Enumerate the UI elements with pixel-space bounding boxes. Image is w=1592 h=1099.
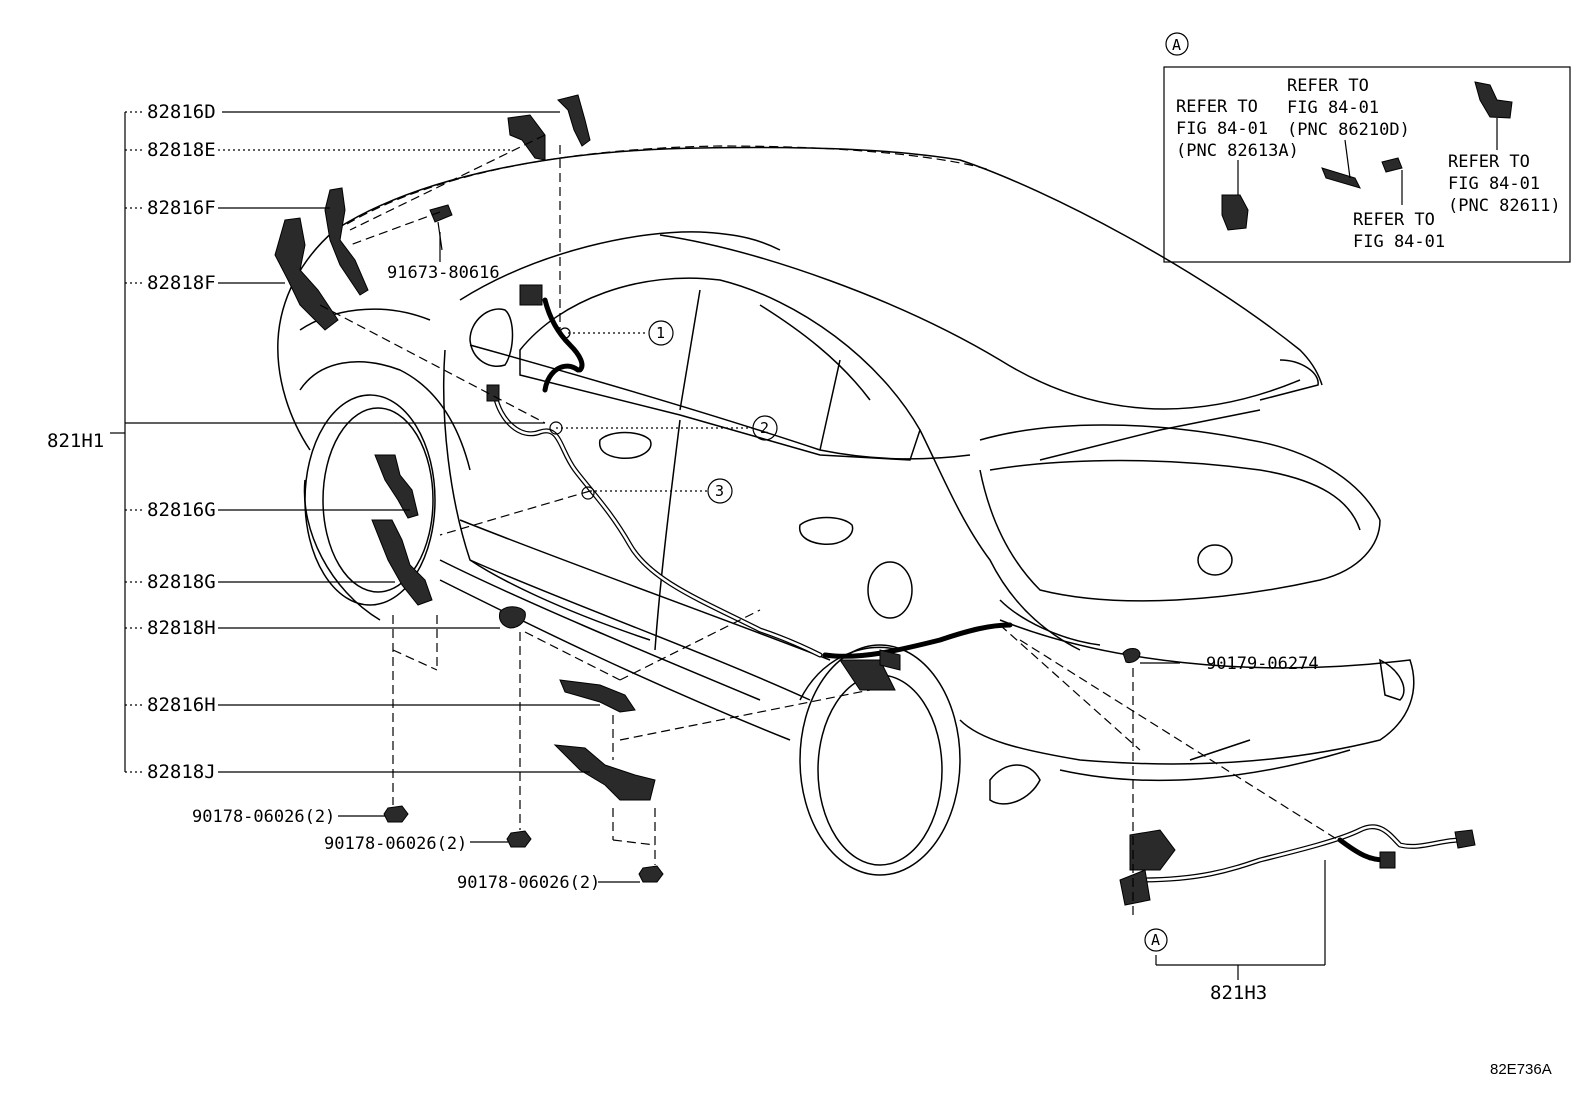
- label-821H3: 821H3: [1210, 982, 1267, 1004]
- wire-harness-821H1: [486, 284, 1013, 691]
- clip-82818H: [499, 606, 526, 629]
- harness-joints: [549, 327, 595, 500]
- inset-view-a: A REFER TO FIG 84-01 (PNC 82613A) REFER …: [1163, 32, 1571, 263]
- clip-90179-06274: [1122, 648, 1141, 663]
- inset-ref4-line1: REFER TO: [1448, 152, 1530, 172]
- inset-part-screw: [1381, 157, 1403, 173]
- clamp-82818E: [507, 114, 546, 161]
- projection-lines: [319, 134, 1371, 920]
- label-nut-2: 90178-06026(2): [324, 834, 467, 854]
- label-82816D: 82816D: [147, 101, 216, 123]
- label-82818H: 82818H: [147, 617, 216, 639]
- inset-ref4-line2: FIG 84-01: [1448, 174, 1540, 194]
- inset-ref3-line2: FIG 84-01: [1353, 232, 1445, 252]
- inset-part-82613A: [1221, 194, 1249, 231]
- connector: [879, 649, 901, 671]
- label-82816F: 82816F: [147, 197, 216, 219]
- inset-ref2-line2: FIG 84-01: [1287, 98, 1379, 118]
- part-labels: 82816D 82818E 82816F 82818F 821H1 82816G…: [47, 101, 1552, 1078]
- leader-lines: [110, 111, 1326, 980]
- nut-3: [638, 865, 664, 883]
- side-mirror: [469, 308, 514, 367]
- nut-1: [383, 805, 409, 823]
- inset-ref2-line3: (PNC 86210D): [1287, 120, 1410, 140]
- inset-marker-text: A: [1172, 36, 1181, 54]
- label-nut-3: 90178-06026(2): [457, 873, 600, 893]
- clamp-82818J: [553, 744, 656, 801]
- inset-ref1-line3: (PNC 82613A): [1176, 141, 1299, 161]
- callout-circle-3: [707, 478, 733, 504]
- label-82816G: 82816G: [147, 499, 216, 521]
- figure-code: 82E736A: [1490, 1061, 1552, 1078]
- inset-part-82611: [1474, 81, 1513, 119]
- callout-circle-2: [752, 415, 778, 441]
- callout-2: 2: [760, 419, 769, 437]
- bracket-82816H: [559, 679, 636, 713]
- label-91673-80616: 91673-80616: [387, 263, 500, 283]
- connector: [519, 284, 543, 306]
- connector: [1379, 851, 1396, 869]
- nuts: [383, 648, 1141, 883]
- clamp-82818G: [371, 519, 433, 606]
- inset-ref1-line2: FIG 84-01: [1176, 119, 1268, 139]
- bracket-82816G: [374, 454, 419, 519]
- callout-3: 3: [715, 482, 724, 500]
- inset-ref2-line1: REFER TO: [1287, 76, 1369, 96]
- label-90179-06274: 90179-06274: [1206, 654, 1319, 674]
- inset-part-86210D: [1321, 167, 1361, 189]
- connector: [839, 659, 896, 691]
- view-marker-circle: [1144, 928, 1168, 952]
- label-82818E: 82818E: [147, 139, 216, 161]
- wire-harness-821H3: [1119, 824, 1476, 906]
- label-82818J: 82818J: [147, 761, 216, 783]
- label-82818G: 82818G: [147, 571, 216, 593]
- inset-view-marker: [1165, 32, 1189, 56]
- inset-ref1-line1: REFER TO: [1176, 97, 1258, 117]
- connector: [1119, 869, 1151, 906]
- bracket-82816D: [557, 94, 591, 147]
- clamp-82818F: [274, 217, 339, 331]
- inset-ref4-line3: (PNC 82611): [1448, 196, 1561, 216]
- label-821H1: 821H1: [47, 430, 104, 452]
- nut-2: [506, 830, 532, 848]
- inset-ref3-line1: REFER TO: [1353, 210, 1435, 230]
- label-nut-1: 90178-06026(2): [192, 807, 335, 827]
- label-82816H: 82816H: [147, 694, 216, 716]
- bolt-91673-80616: [429, 204, 453, 223]
- label-82818F: 82818F: [147, 272, 216, 294]
- bracket-parts: [274, 94, 656, 801]
- car-body-outline: [277, 145, 1415, 876]
- connector: [1129, 829, 1176, 871]
- view-marker-a: A: [1151, 931, 1160, 949]
- callout-1: 1: [656, 324, 665, 342]
- connector: [1454, 829, 1476, 849]
- bracket-82816F: [324, 187, 369, 296]
- callout-circle-1: [648, 320, 674, 346]
